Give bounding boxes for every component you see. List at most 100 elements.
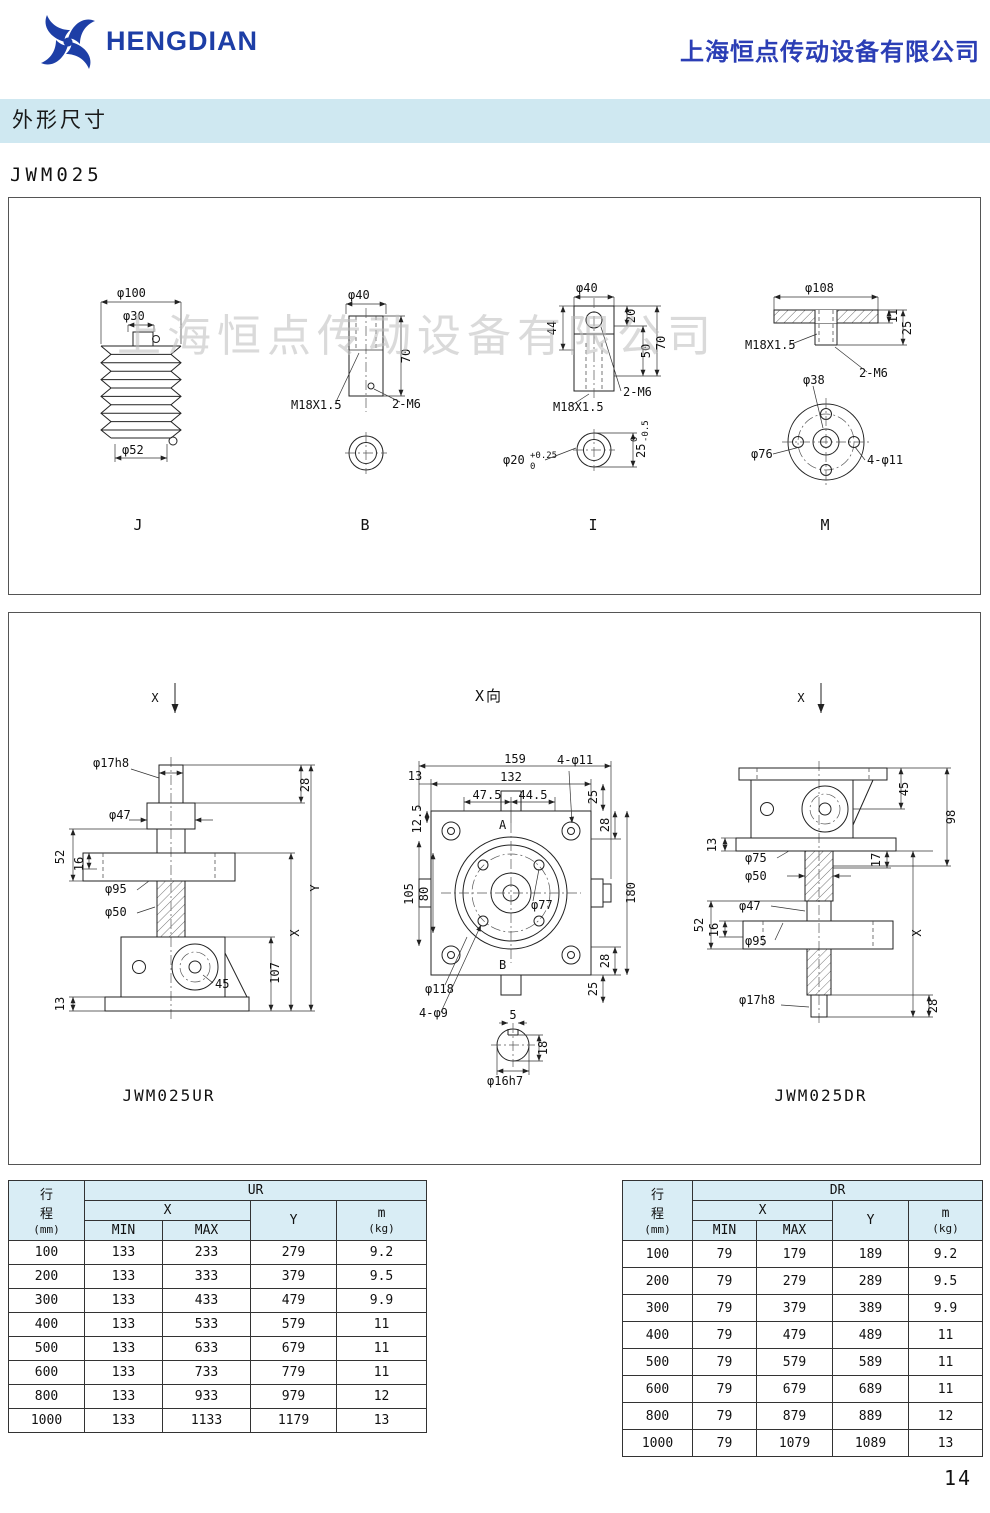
table-group-header: DR [691, 1180, 984, 1201]
table-cell: 933 [162, 1384, 251, 1409]
table-cell: 11 [335, 1312, 428, 1337]
col-header-min: MIN [692, 1220, 757, 1241]
dim-label: φ118 [425, 982, 454, 996]
dim-label: 5 [509, 1008, 516, 1022]
table-cell: 13 [335, 1408, 428, 1433]
table-cell: 11 [907, 1375, 984, 1403]
table-cell: 600 [8, 1360, 85, 1385]
dim-label: 12.5 [410, 805, 424, 834]
table-cell: 189 [832, 1240, 909, 1268]
model-label: JWM025 [10, 164, 103, 186]
table-cell: 133 [84, 1384, 163, 1409]
dim-label: A [499, 818, 507, 832]
drawing-view-m: φ108 11 25 M18X1.5 2-M6 φ38 φ76 4-φ11 M [745, 281, 914, 534]
table-cell: 400 [8, 1312, 85, 1337]
table-cell: 589 [832, 1348, 909, 1376]
col-header-stroke-char2: 程 [39, 1207, 53, 1222]
table-cell: 1179 [250, 1408, 337, 1433]
dim-label: 132 [500, 770, 522, 784]
dim-label: 16 [72, 857, 86, 871]
dim-label: φ95 [105, 882, 127, 896]
dim-label: 17 [869, 853, 883, 867]
view-caption: JWM025DR [774, 1086, 867, 1105]
table-cell: 9.5 [907, 1267, 984, 1295]
table-cell: 679 [250, 1336, 337, 1361]
dim-label: 50 [639, 344, 653, 358]
drawing-view-dr: 13 φ75 φ50 17 45 98 X 28 52 16 φ95 φ47 φ… [692, 761, 958, 1105]
dim-label: 80 [417, 887, 431, 901]
table-cell: 11 [907, 1321, 984, 1349]
table-cell: 9.2 [335, 1240, 428, 1265]
dim-label: φ100 [117, 286, 146, 300]
dim-label: Y [308, 884, 322, 892]
drawing-view-i: φ40 44 20 50 70 M18X1.5 2-M6 φ20 +0.25 0… [503, 281, 668, 534]
dim-label: 180 [624, 882, 638, 904]
table-cell: 1000 [622, 1429, 693, 1457]
table-cell: 689 [832, 1375, 909, 1403]
dim-label: 13 [53, 997, 67, 1011]
table-cell: 11 [907, 1348, 984, 1376]
table-cell: 733 [162, 1360, 251, 1385]
dim-label: φ40 [348, 288, 370, 302]
dim-label: 25 [586, 982, 600, 996]
dim-label: φ17h8 [739, 993, 775, 1007]
col-header-stroke-char1: 行 [650, 1188, 664, 1203]
table-cell: 579 [756, 1348, 833, 1376]
dim-label: 70 [399, 349, 413, 363]
table-cell: 79 [692, 1240, 757, 1268]
col-header-max: MAX [162, 1220, 251, 1241]
view-caption: JWM025UR [122, 1086, 215, 1105]
table-cell: 200 [8, 1264, 85, 1289]
dim-label: M18X1.5 [291, 398, 342, 412]
table-cell: 79 [692, 1267, 757, 1295]
view-caption: B [360, 516, 371, 534]
dim-label: 47.5 [473, 788, 502, 802]
dim-label: 2-M6 [392, 397, 421, 411]
panel-top-drawing: φ100 φ30 φ52 J φ40 70 M18X1.5 2-M6 [100, 281, 914, 534]
dim-tolerance: 0 [530, 462, 535, 472]
drawing-panel-top: φ100 φ30 φ52 J φ40 70 M18X1.5 2-M6 [8, 197, 981, 595]
dim-label: φ77 [531, 898, 553, 912]
dim-label: φ16h7 [487, 1074, 523, 1088]
table-cell: 79 [692, 1375, 757, 1403]
table-cell: 279 [756, 1267, 833, 1295]
col-header-m: m (kg) [335, 1200, 428, 1241]
table-cell: 79 [692, 1402, 757, 1430]
col-header-x: X [692, 1200, 833, 1221]
dim-label: X [288, 929, 302, 937]
dim-label: X [910, 929, 924, 937]
dim-label: φ38 [803, 373, 825, 387]
table-cell: 9.9 [335, 1288, 428, 1313]
dim-label: 52 [692, 918, 706, 932]
dim-label: 16 [707, 923, 721, 937]
table-cell: 9.2 [907, 1240, 984, 1268]
col-header-stroke: 行 程 (mm) [622, 1180, 693, 1241]
dim-label: 2-M6 [623, 385, 652, 399]
dim-label: M18X1.5 [553, 400, 604, 414]
view-caption: M [820, 516, 831, 534]
dim-label: 44.5 [519, 788, 548, 802]
dim-label: 28 [298, 778, 312, 792]
dim-label: 13 [705, 838, 719, 852]
table-cell: 133 [84, 1264, 163, 1289]
page-number: 14 [944, 1466, 973, 1490]
table-group-header: UR [83, 1180, 428, 1201]
view-caption: I [588, 516, 599, 534]
dim-label: φ17h8 [93, 756, 129, 770]
dim-label: φ108 [805, 281, 834, 295]
dim-label: 28 [926, 999, 940, 1013]
table-cell: 333 [162, 1264, 251, 1289]
dim-label: 52 [53, 850, 67, 864]
table-cell: 389 [832, 1294, 909, 1322]
dim-label: φ20 [503, 453, 525, 467]
view-caption: J [133, 516, 144, 534]
table-cell: 979 [250, 1384, 337, 1409]
